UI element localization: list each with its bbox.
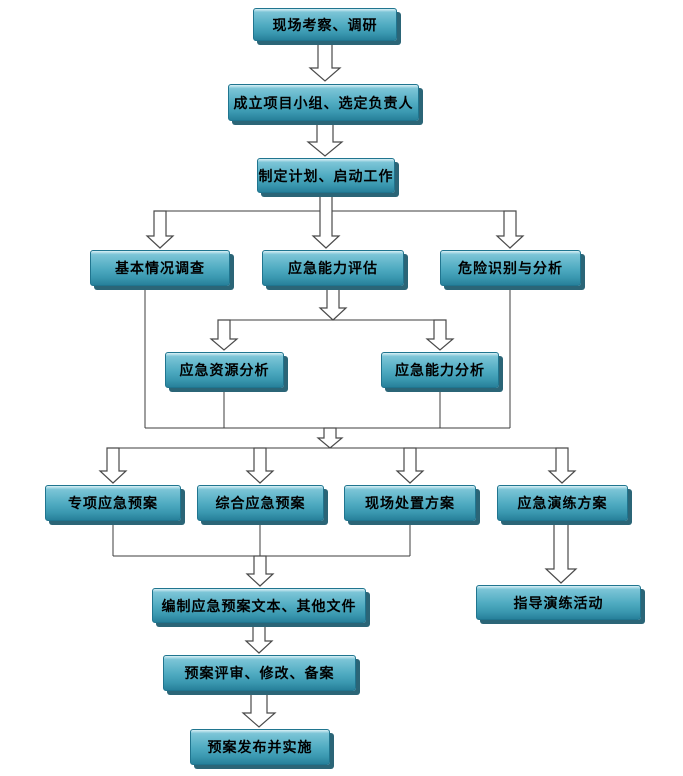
- arrow-down-icon: [98, 447, 128, 484]
- node-capability-assess: 应急能力评估: [262, 250, 404, 286]
- arrow-down-icon: [425, 319, 455, 351]
- arrow-down-icon: [311, 193, 341, 249]
- arrow-down-icon: [244, 622, 274, 654]
- arrow-down-icon: [495, 210, 525, 249]
- arrow-down-icon: [544, 520, 578, 584]
- node-drill-plan: 应急演练方案: [497, 485, 628, 521]
- arrow-down-icon: [547, 447, 577, 484]
- node-special-plan: 专项应急预案: [45, 485, 181, 521]
- node-make-plan: 制定计划、启动工作: [257, 158, 395, 193]
- arrow-down-icon: [245, 447, 275, 484]
- node-hazard-analysis: 危险识别与分析: [440, 250, 581, 286]
- node-compile-documents: 编制应急预案文本、其他文件: [152, 588, 366, 623]
- node-guide-drill: 指导演练活动: [476, 585, 641, 620]
- node-site-survey: 现场考察、调研: [253, 8, 397, 41]
- node-basic-survey: 基本情况调查: [90, 250, 230, 286]
- arrow-down-icon: [318, 286, 348, 321]
- arrow-down-icon: [145, 210, 175, 249]
- arrow-down-icon: [306, 120, 344, 157]
- arrow-down-icon: [245, 555, 275, 587]
- arrow-down-icon: [241, 690, 277, 728]
- arrow-down-icon: [316, 427, 344, 449]
- node-capability-analysis: 应急能力分析: [381, 352, 499, 388]
- node-review-revise-file: 预案评审、修改、备案: [163, 655, 356, 691]
- arrow-down-icon: [308, 40, 342, 82]
- node-publish-implement: 预案发布并实施: [190, 729, 330, 765]
- node-resource-analysis: 应急资源分析: [165, 352, 284, 388]
- node-onsite-disposal-plan: 现场处置方案: [344, 485, 476, 521]
- node-comprehensive-plan: 综合应急预案: [197, 485, 324, 521]
- arrow-down-icon: [395, 447, 425, 484]
- arrow-down-icon: [209, 319, 239, 351]
- node-form-team: 成立项目小组、选定负责人: [228, 84, 419, 121]
